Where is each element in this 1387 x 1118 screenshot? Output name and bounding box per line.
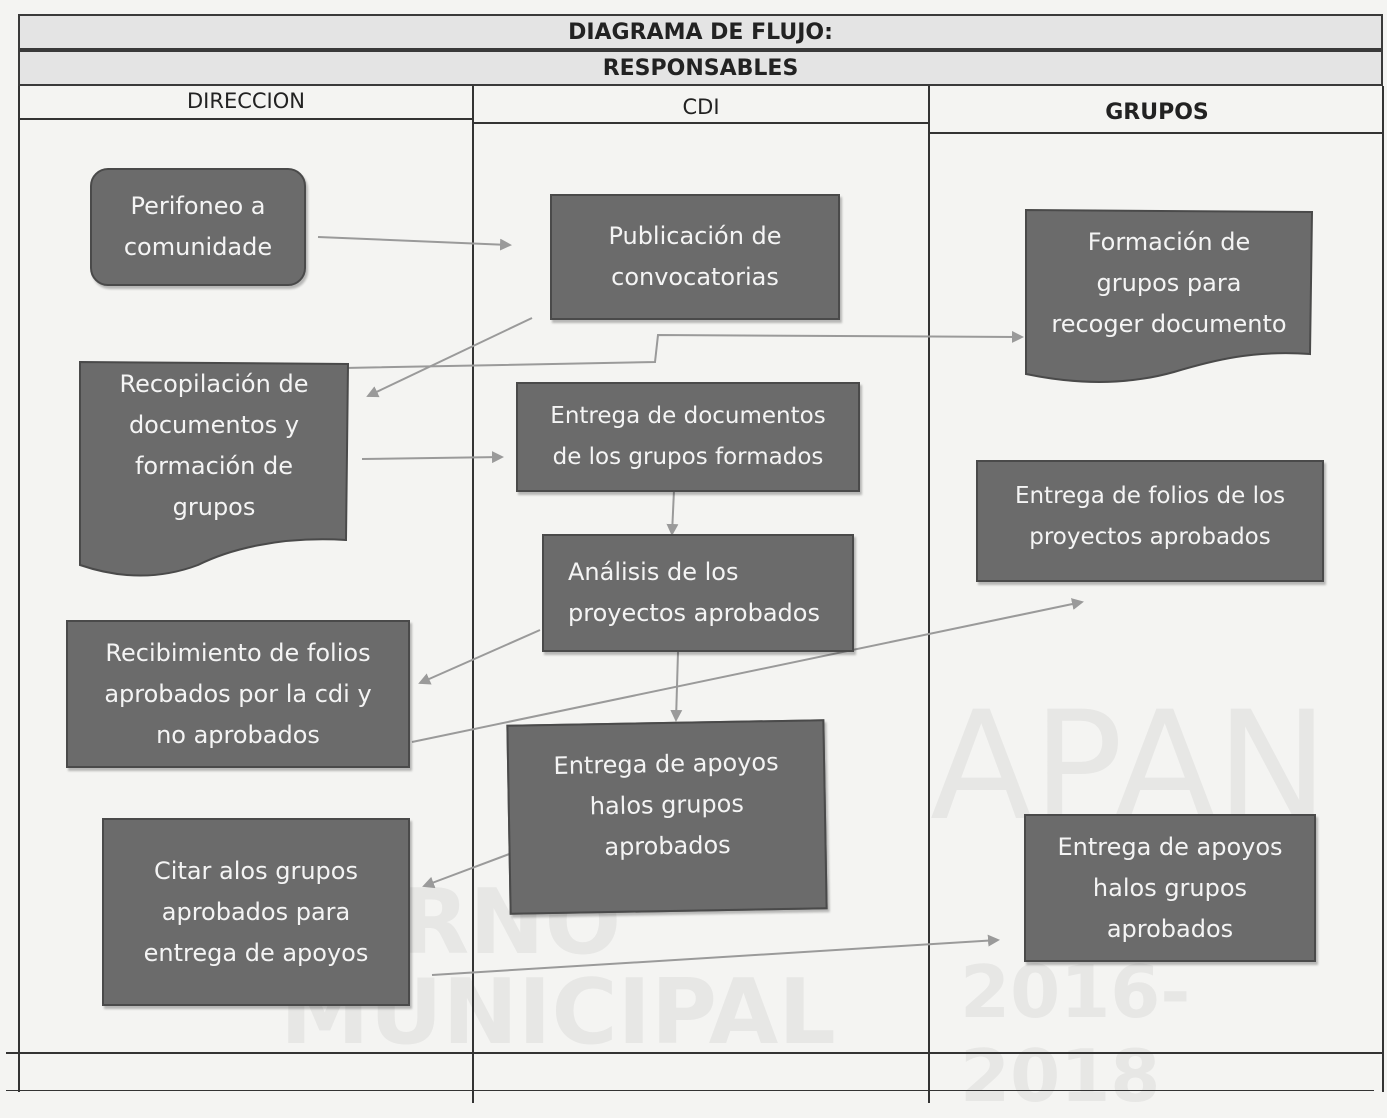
node-recopilacion-shape xyxy=(79,360,350,577)
node-recibimiento: Recibimiento de folios aprobados por la … xyxy=(66,620,410,768)
arrow-recopilacion-to-entrega-documentos xyxy=(361,451,504,464)
node-entrega-apoyos-cdi: Entrega de apoyos halos grupos aprobados xyxy=(506,719,828,915)
arrow-citar-to-entrega-apoyos-grupos xyxy=(431,934,1000,976)
node-recopilacion-label: Recopilación de documentos y formación d… xyxy=(119,370,309,521)
header-underline xyxy=(18,118,474,120)
arrow-recopilacion-to-formacion xyxy=(239,330,1024,371)
node-entrega-documentos-label: Entrega de documentos de los grupos form… xyxy=(550,403,826,470)
column-header-direccion: DIRECCION xyxy=(187,89,305,113)
node-entrega-documentos: Entrega de documentos de los grupos form… xyxy=(516,382,860,492)
node-entrega-folios-label: Entrega de folios de los proyectos aprob… xyxy=(1014,483,1286,550)
node-analisis-label: Análisis de los proyectos aprobados xyxy=(568,558,820,627)
node-formacion: Formación de grupos para recoger documen… xyxy=(1026,210,1312,356)
column-divider-1 xyxy=(472,86,474,1103)
arrow-entrega-documentos-to-analisis xyxy=(666,489,679,536)
node-formacion-label: Formación de grupos para recoger documen… xyxy=(1051,227,1287,338)
table-left-border xyxy=(18,86,20,1092)
arrow-recibimiento-to-entrega-folios xyxy=(411,598,1084,743)
node-formacion-shape xyxy=(1025,208,1314,383)
table-bottom-line xyxy=(6,1052,1384,1054)
arrow-entrega-apoyos-to-citar xyxy=(422,849,521,889)
diagram-title: DIAGRAMA DE FLUJO: xyxy=(18,14,1383,50)
arrow-analisis-to-recibimiento xyxy=(418,629,541,685)
node-publicacion-label: Publicación de convocatorias xyxy=(608,222,782,291)
table-right-border xyxy=(1382,86,1384,1092)
arrow-publicacion-to-recopilacion xyxy=(366,317,533,398)
table-lower-line xyxy=(6,1090,1374,1091)
node-recopilacion: Recopilación de documentos y formación d… xyxy=(80,362,348,530)
node-citar-label: Citar alos grupos aprobados para entrega… xyxy=(143,856,369,967)
column-divider-2 xyxy=(928,86,930,1103)
node-publicacion: Publicación de convocatorias xyxy=(550,194,840,320)
header-underline-cdi xyxy=(472,122,930,124)
node-perifoneo: Perifoneo a comunidade xyxy=(90,168,306,286)
node-entrega-apoyos-grupos: Entrega de apoyos halos grupos aprobados xyxy=(1024,814,1316,962)
responsables-heading: RESPONSABLES xyxy=(18,50,1383,86)
column-header-cdi: CDI xyxy=(682,95,720,119)
column-header-grupos: GRUPOS xyxy=(1105,100,1209,125)
node-entrega-folios: Entrega de folios de los proyectos aprob… xyxy=(976,460,1324,582)
node-citar: Citar alos grupos aprobados para entrega… xyxy=(102,818,410,1006)
node-entrega-apoyos-grupos-label: Entrega de apoyos halos grupos aprobados xyxy=(1057,832,1283,943)
arrow-perifoneo-to-publicacion xyxy=(317,236,512,251)
node-entrega-apoyos-cdi-label: Entrega de apoyos halos grupos aprobados xyxy=(553,748,779,862)
header-underline-grupos xyxy=(928,132,1384,134)
node-recibimiento-label: Recibimiento de folios aprobados por la … xyxy=(104,638,372,749)
node-perifoneo-label: Perifoneo a comunidade xyxy=(123,192,273,261)
node-analisis: Análisis de los proyectos aprobados xyxy=(542,534,854,652)
